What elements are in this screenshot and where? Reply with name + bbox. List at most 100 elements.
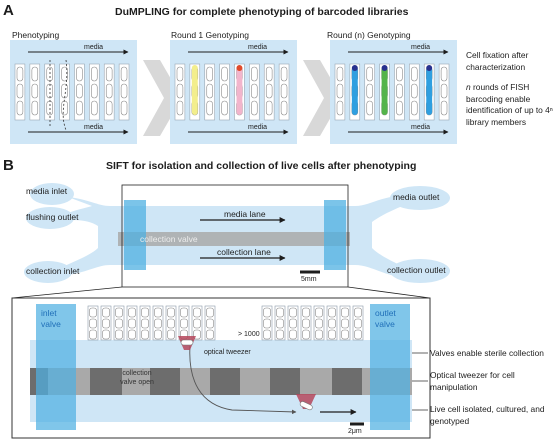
- cell: [411, 66, 418, 82]
- cell: [31, 83, 39, 99]
- cell: [91, 100, 98, 116]
- zoom-cell: [89, 307, 97, 318]
- label-flushing-outlet: flushing outlet: [26, 212, 79, 222]
- cell: [280, 83, 288, 99]
- panel-letter-a: A: [3, 2, 14, 19]
- media-label-3-bottom: media: [411, 124, 431, 131]
- cell: [120, 83, 128, 99]
- barcode-dot: [351, 65, 358, 71]
- cell: [206, 100, 213, 116]
- note-fish-barcoding: n rounds of FISH barcoding enable identi…: [466, 82, 554, 128]
- cell: [46, 83, 53, 99]
- cell: [336, 66, 344, 82]
- zoom-cell: [263, 307, 271, 318]
- zoom-cell: [289, 329, 297, 340]
- zoom-cell: [115, 329, 123, 340]
- zoom-cell: [315, 329, 323, 340]
- cell: [366, 83, 373, 99]
- media-label-2-top: media: [248, 44, 268, 51]
- panel-a: [10, 40, 457, 144]
- zoom-cell: [328, 307, 336, 318]
- tweezer-path: [189, 345, 297, 415]
- note-cell-fixation: Cell fixation after characterization: [466, 50, 529, 72]
- label-media-lane: media lane: [224, 209, 266, 219]
- valve-dark-block: [150, 368, 180, 395]
- zoom-cell: [115, 307, 123, 318]
- cell: [61, 83, 68, 99]
- cell: [120, 66, 128, 82]
- zoom-line-right: [347, 286, 431, 299]
- valve-dark-block: [90, 368, 122, 395]
- zoom-cell: [263, 318, 271, 329]
- zoom-cell: [167, 318, 175, 329]
- zoom-cell: [141, 307, 149, 318]
- cell: [206, 83, 213, 99]
- media-outlet-port: [390, 186, 450, 210]
- zoom-cell: [341, 329, 349, 340]
- chip-channel-bg: [170, 40, 297, 144]
- label-inlet-valve: inlet valve: [41, 308, 61, 329]
- cell: [31, 66, 39, 82]
- zoom-cell: [89, 329, 97, 340]
- tweezed-cell-2: [299, 401, 313, 411]
- cell: [105, 66, 113, 82]
- zoom-cell: [102, 318, 110, 329]
- zoom-cell: [315, 307, 323, 318]
- top-outlet-valve: [324, 200, 346, 270]
- label-collection-valve: collection valve: [140, 234, 198, 244]
- label-outlet-valve: outlet valve: [375, 308, 396, 329]
- barcoded-cell-lineage: [236, 67, 243, 115]
- valve-dark-block: [210, 368, 240, 395]
- cell: [16, 66, 24, 82]
- top-inlet-valve: [124, 200, 146, 270]
- barcoded-cell-lineage: [191, 67, 198, 115]
- zoom-cell: [193, 307, 201, 318]
- cell: [16, 100, 24, 116]
- sift-overview-chip: [11, 183, 450, 299]
- media-label-3-top: media: [411, 44, 431, 51]
- zoom-cell: [302, 307, 310, 318]
- zoom-cell: [89, 318, 97, 329]
- media-label-1-top: media: [84, 44, 104, 51]
- zoom-cell: [341, 307, 349, 318]
- zoom-cell: [315, 318, 323, 329]
- cell: [280, 100, 288, 116]
- chip-channel-bg: [10, 40, 137, 144]
- zoom-cell: [302, 329, 310, 340]
- barcode-dot: [236, 65, 243, 71]
- optical-tweezer-icon-2: [296, 394, 316, 409]
- note-italic-n: n: [466, 82, 471, 92]
- media-inlet-port: [30, 183, 74, 205]
- zoom-cell: [115, 318, 123, 329]
- zoom-cell: [154, 318, 162, 329]
- label-media-inlet: media inlet: [26, 186, 68, 196]
- zoom-cell: [141, 318, 149, 329]
- cell: [265, 83, 273, 99]
- cell: [440, 100, 448, 116]
- barcoded-cell-lineage: [426, 67, 433, 115]
- panel-letter-b: B: [3, 157, 14, 174]
- cell: [280, 66, 288, 82]
- label-collection-valve-open: collection valve open: [120, 370, 154, 386]
- cell: [61, 66, 68, 82]
- zoom-cell: [289, 318, 297, 329]
- cell: [366, 66, 373, 82]
- barcoded-cell-lineage: [381, 67, 388, 115]
- cell: [105, 100, 113, 116]
- flushing-outlet-port: [26, 207, 74, 229]
- cell: [336, 100, 344, 116]
- zoom-cell: [193, 318, 201, 329]
- label-media-outlet: media outlet: [393, 192, 440, 202]
- zoom-cell: [354, 318, 362, 329]
- tweezed-cell-1: [180, 339, 194, 346]
- stage-label-round-n: Round (n) Genotyping: [327, 30, 411, 40]
- zoom-cell: [341, 318, 349, 329]
- note-fish-text: rounds of FISH barcoding enable identifi…: [466, 82, 553, 127]
- cell: [366, 100, 373, 116]
- phenotyping-chip: [10, 40, 137, 144]
- cell: [176, 100, 184, 116]
- zoom-outlet-valve: [370, 304, 410, 430]
- cell: [440, 83, 448, 99]
- zoom-line-left: [11, 286, 123, 299]
